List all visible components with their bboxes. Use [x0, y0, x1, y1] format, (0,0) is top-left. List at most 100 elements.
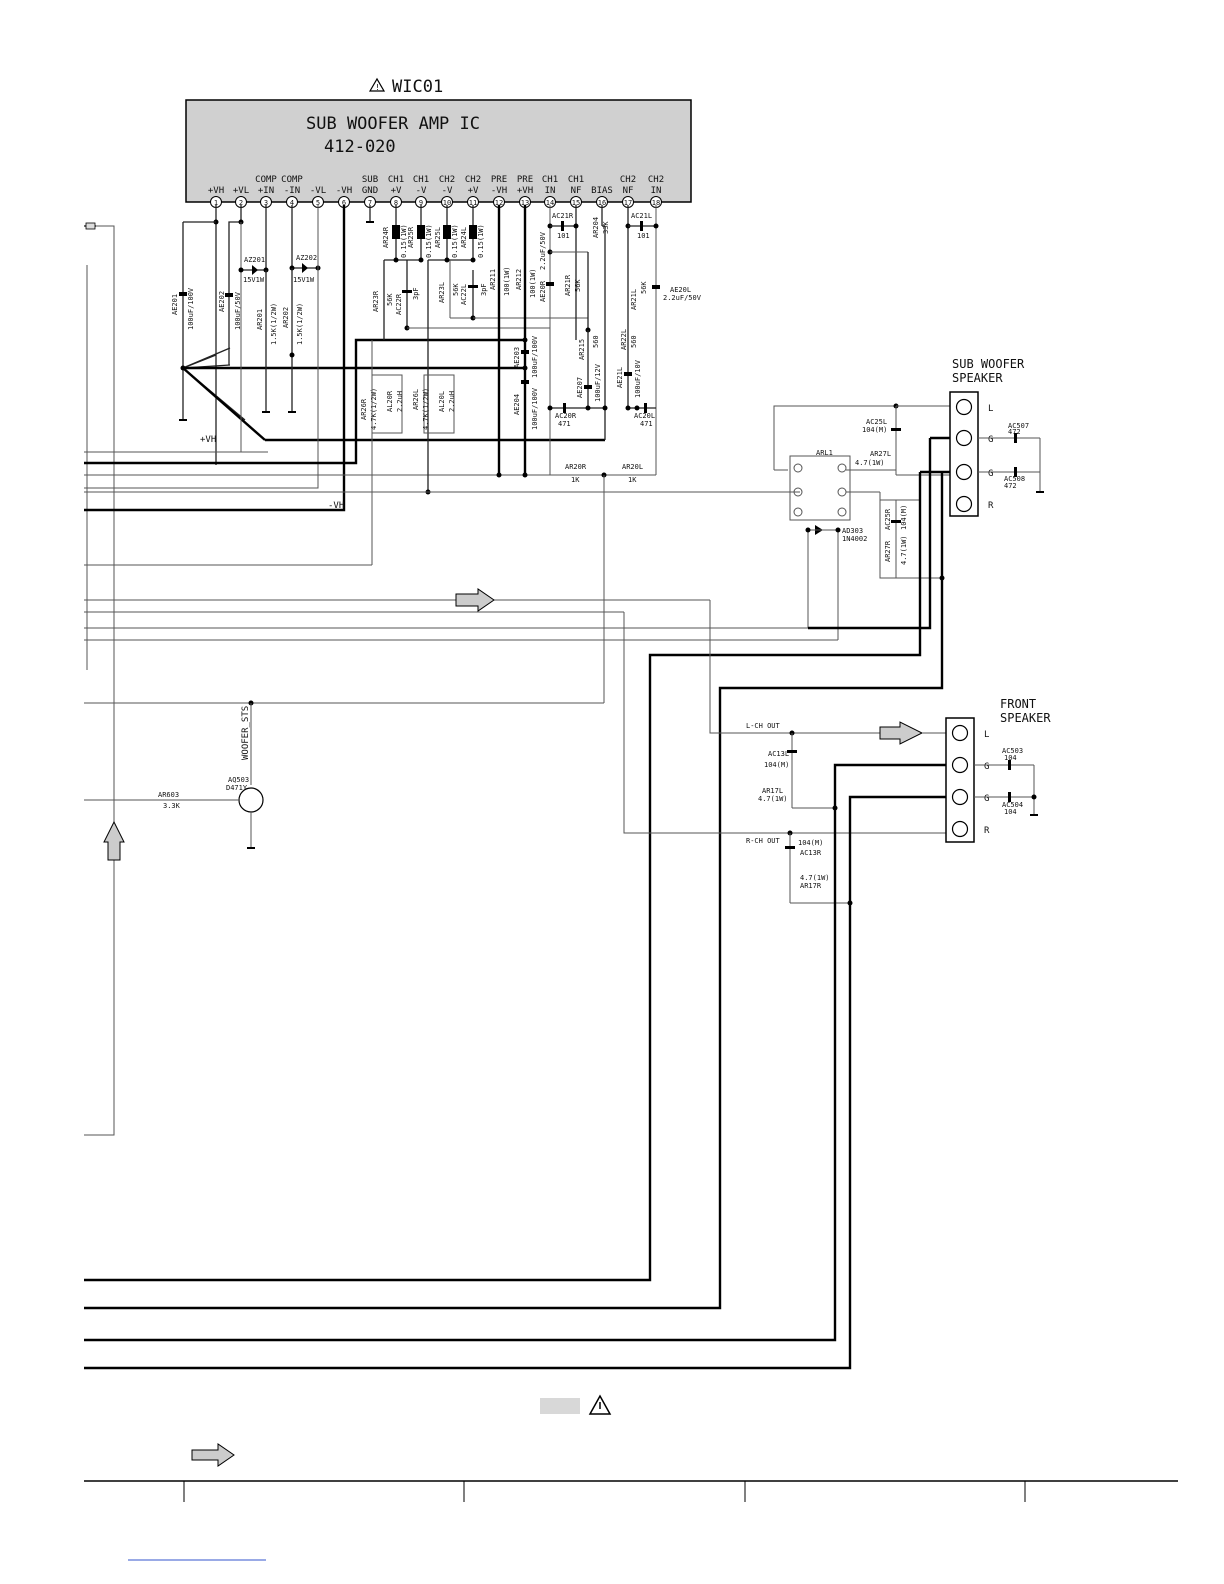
capacitor-ae207 [584, 385, 592, 389]
junction-dot [496, 472, 502, 478]
ar212-value: 100(1W) [529, 268, 537, 298]
ar20l-label: AR20L [622, 463, 643, 471]
ar25l-value: 0.15(1W) [451, 224, 459, 258]
capacitor-ac13r [785, 846, 795, 849]
wire [84, 795, 946, 1370]
ae20r-value: 2.2uF/50V [539, 231, 547, 270]
ic-pin-number: 17 [624, 199, 632, 207]
ic-pin-func: -V [416, 186, 427, 196]
speaker-terminal [955, 495, 973, 513]
ic-pin-func-top: SUB [362, 175, 378, 185]
ar23l-value: 56K [452, 283, 460, 296]
warning-icon [588, 1394, 612, 1415]
ic-pin-func: -VL [310, 186, 326, 196]
wire [84, 205, 319, 489]
ic-pin-number: 7 [368, 199, 372, 207]
ae20r-label: AE20R [539, 280, 547, 302]
ar212-label: AR212 [515, 269, 523, 290]
capacitor-ae204 [521, 380, 529, 384]
capacitor-ac503 [1008, 760, 1011, 770]
ar27l-value: 4.7(1W) [855, 459, 885, 467]
ac25r-value: 104(M) [900, 505, 908, 530]
ic-pin-func-top: PRE [491, 175, 507, 185]
ac20r-label: AC20R [555, 412, 577, 420]
ar17r-value: 4.7(1W) [800, 874, 830, 882]
capacitor-ac20l [644, 403, 647, 413]
relay-arl1 [789, 455, 851, 521]
capacitor-ac508 [1014, 467, 1017, 477]
capacitor-ac13l [787, 750, 797, 753]
ic-pin-number: 13 [521, 199, 529, 207]
speaker-terminal [951, 756, 969, 774]
ic-pin-func: -IN [284, 186, 300, 196]
ic-pin-func: GND [362, 186, 378, 196]
ic-pin-number: 6 [342, 199, 346, 207]
ac22r-value: 3pF [412, 287, 420, 300]
ad303-label: AD303 [842, 527, 863, 535]
rch-out-label: R-CH OUT [746, 837, 781, 845]
sub-speaker-title2: SPEAKER [952, 371, 1003, 385]
ic-pin-func-top: PRE [517, 175, 533, 185]
signal-arrow-icon [879, 721, 924, 745]
ar22l-value: 560 [630, 335, 638, 348]
junction-dot [805, 527, 811, 533]
junction-dot [522, 337, 528, 343]
ar24r-value: 0.15(1W) [400, 224, 408, 258]
lch-out-label: L-CH OUT [746, 722, 781, 730]
ic-pin-number: 9 [419, 199, 423, 207]
relay-contact [837, 487, 847, 497]
front-speaker-title2: SPEAKER [1000, 711, 1051, 725]
ac21l-value: 101 [637, 232, 650, 240]
ic-part-number: 412-020 [324, 137, 396, 157]
signal-arrow-icon [455, 588, 495, 612]
ar22l-label: AR22L [620, 329, 628, 350]
ar23r-value: 56K [386, 293, 394, 306]
ac13r-value: 104(M) [798, 839, 823, 847]
ic-pin-func: +VH [517, 186, 533, 196]
speaker-terminal-label: L [988, 404, 993, 414]
ic-pin-func: +V [468, 186, 479, 196]
speaker-terminal [951, 724, 969, 742]
junction-dot [602, 405, 608, 411]
ac25l-label: AC25L [866, 418, 887, 426]
ic-pin-func-top: CH2 [439, 175, 455, 185]
ar23l-label: AR23L [438, 282, 446, 303]
wire [879, 492, 942, 579]
ic-body [185, 99, 692, 203]
wire [84, 472, 922, 1282]
az202-label: AZ202 [296, 254, 317, 262]
ac21r-value: 101 [557, 232, 570, 240]
ar24l-value: 0.15(1W) [477, 224, 485, 258]
ic-pin-number: 4 [290, 199, 294, 207]
ar23r-label: AR23R [372, 290, 380, 312]
ic-pin-number: 1 [214, 199, 218, 207]
ic-pin-func: BIAS [591, 186, 613, 196]
ar24l-label: AR24L [460, 227, 468, 248]
speaker-terminal [955, 463, 973, 481]
al20l-value: 2.2uH [448, 391, 456, 412]
ac13l-value: 104(M) [764, 761, 789, 769]
speaker-terminal-label: R [984, 826, 990, 836]
wire [84, 225, 115, 1136]
ac508-value: 472 [1004, 482, 1017, 490]
ae204-value: 100uF/100V [531, 387, 539, 430]
wire [84, 472, 944, 1310]
capacitor-ae202 [225, 293, 233, 297]
ac507-value: 472 [1008, 428, 1021, 436]
ic-pins: +VH1+VL2COMP+IN3COMP-IN4-VL5-VH6SUBGND7C… [208, 175, 664, 208]
speaker-terminal [951, 820, 969, 838]
wire [808, 438, 932, 630]
ac25r-label: AC25R [884, 508, 892, 530]
ar204-label: AR204 [592, 217, 600, 238]
svg-text:!: ! [375, 83, 380, 92]
ac20r-value: 471 [558, 420, 571, 428]
ae207-label: AE207 [576, 377, 584, 398]
signal-arrow-icon [191, 1443, 235, 1467]
ar26l-label: AR26L [412, 389, 420, 410]
ar17l-label: AR17L [762, 787, 783, 795]
ae203-value: 100uF/100V [531, 335, 539, 378]
ac504-value: 104 [1004, 808, 1017, 816]
wire [182, 347, 231, 369]
ae207-value: 100uF/12V [594, 363, 602, 402]
